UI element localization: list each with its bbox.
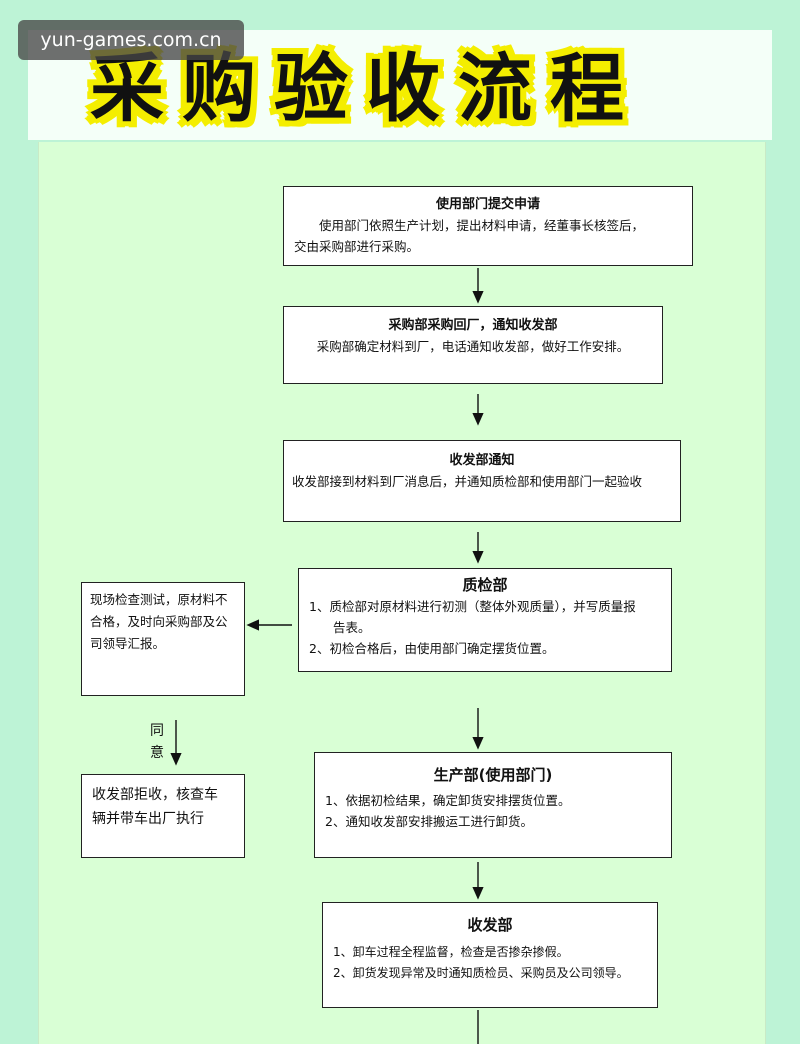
side-reject-box: 收发部拒收，核查车 辆并带车出厂执行	[81, 774, 245, 858]
step-title: 采购部采购回厂，通知收发部	[388, 318, 558, 333]
step-title: 收发部	[467, 916, 513, 934]
side-line: 收发部拒收，核查车	[92, 787, 218, 803]
step-submit-request: 使用部门提交申请 使用部门依照生产计划，提出材料申请，经董事长核签后， 交由采购…	[283, 186, 693, 266]
step-line: 采购部确定材料到厂，电话通知收发部，做好工作安排。	[316, 339, 630, 354]
agree-char: 意	[150, 745, 164, 761]
step-title: 质检部	[462, 576, 508, 594]
step-line: 2、初检合格后，由使用部门确定摆货位置。	[309, 641, 555, 656]
step-title: 收发部通知	[449, 453, 515, 468]
side-line: 辆并带车出厂执行	[92, 811, 204, 827]
step-production: 生产部(使用部门) 1、依据初检结果，确定卸货安排摆货位置。 2、通知收发部安排…	[314, 752, 672, 858]
side-line: 合格，及时向采购部及公	[90, 614, 228, 629]
step-line: 1、质检部对原材料进行初测（整体外观质量），并写质量报	[309, 599, 636, 614]
step-line: 交由采购部进行采购。	[294, 239, 420, 254]
step-line: 2、卸货发现异常及时通知质检员、采购员及公司领导。	[333, 966, 629, 980]
step-purchase-return: 采购部采购回厂，通知收发部 采购部确定材料到厂，电话通知收发部，做好工作安排。	[283, 306, 663, 384]
step-line: 2、通知收发部安排搬运工进行卸货。	[325, 814, 533, 829]
agree-char: 同	[150, 723, 164, 739]
step-receiving-notice: 收发部通知 收发部接到材料到厂消息后，并通知质检部和使用部门一起验收	[283, 440, 681, 522]
step-quality-inspection: 质检部 1、质检部对原材料进行初测（整体外观质量），并写质量报 告表。 2、初检…	[298, 568, 672, 672]
page-title: 采购验收流程	[90, 46, 642, 132]
step-title: 使用部门提交申请	[435, 197, 540, 212]
step-line: 告表。	[333, 620, 371, 635]
step-title: 生产部(使用部门)	[433, 766, 553, 784]
side-report-box: 现场检查测试，原材料不 合格，及时向采购部及公 司领导汇报。	[81, 582, 245, 696]
watermark: yun-games.com.cn	[18, 20, 244, 60]
step-line: 1、依据初检结果，确定卸货安排摆货位置。	[325, 793, 571, 808]
step-line: 收发部接到材料到厂消息后，并通知质检部和使用部门一起验收	[292, 474, 643, 489]
agree-label: 同 意	[150, 720, 166, 764]
side-line: 现场检查测试，原材料不	[90, 592, 228, 607]
step-line: 使用部门依照生产计划，提出材料申请，经董事长核签后，	[319, 218, 645, 233]
step-line: 1、卸车过程全程监督，检查是否掺杂掺假。	[333, 945, 569, 959]
step-receiving-supervision: 收发部 1、卸车过程全程监督，检查是否掺杂掺假。 2、卸货发现异常及时通知质检员…	[322, 902, 658, 1008]
side-line: 司领导汇报。	[90, 636, 166, 651]
